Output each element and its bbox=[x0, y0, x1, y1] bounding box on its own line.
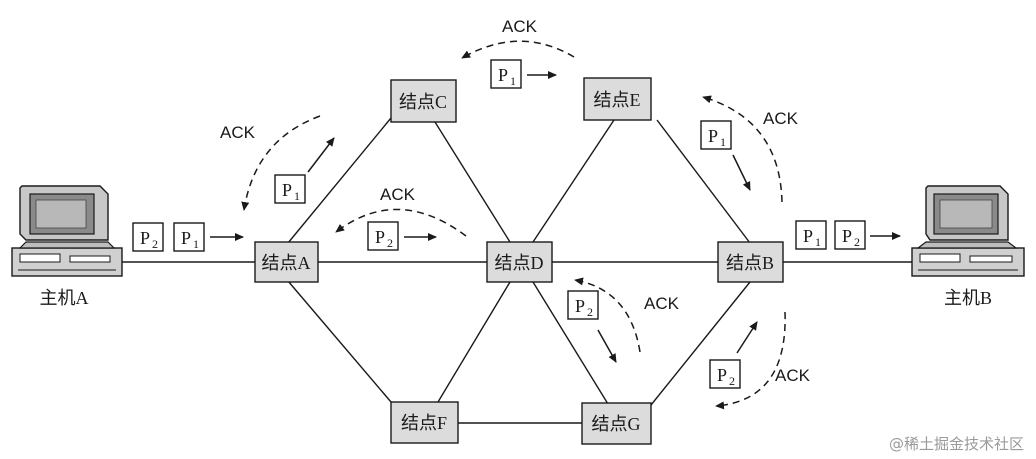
link-E-B bbox=[656, 119, 751, 244]
arrow-D-to-G bbox=[597, 329, 617, 363]
direction-arrows bbox=[210, 71, 901, 363]
ack-arc-E-to-C bbox=[461, 40, 575, 59]
ack-label-D-G: ACK bbox=[644, 294, 680, 313]
svg-text:1: 1 bbox=[510, 74, 516, 88]
svg-text:1: 1 bbox=[815, 235, 821, 249]
node-A: 结点A bbox=[254, 241, 319, 283]
node-F-label: 结点F bbox=[401, 413, 447, 433]
svg-text:1: 1 bbox=[294, 189, 300, 203]
packet-p2-G-to-B: P 2 bbox=[709, 359, 741, 389]
svg-text:P: P bbox=[282, 180, 292, 200]
packet-p1-C-to-E: P 1 bbox=[490, 59, 522, 89]
svg-text:P: P bbox=[140, 228, 150, 248]
node-E: 结点E bbox=[583, 77, 652, 121]
host-A-label: 主机A bbox=[40, 288, 89, 308]
svg-text:1: 1 bbox=[720, 135, 726, 149]
packet-p1-hostB: P 1 bbox=[795, 220, 827, 250]
svg-text:P: P bbox=[803, 226, 813, 246]
svg-text:2: 2 bbox=[152, 237, 158, 251]
ack-label-A-C: ACK bbox=[220, 123, 256, 142]
ack-label-G-B: ACK bbox=[775, 366, 811, 385]
ack-arcs bbox=[241, 40, 786, 410]
svg-text:2: 2 bbox=[729, 374, 735, 388]
node-C-label: 结点C bbox=[399, 92, 447, 112]
svg-text:P: P bbox=[575, 296, 585, 316]
arrow-E-to-B bbox=[732, 154, 751, 191]
packet-p1-A-to-C: P 1 bbox=[274, 174, 306, 204]
packet-p2-A-to-D: P 2 bbox=[367, 221, 399, 251]
packet-p2-D-to-G: P 2 bbox=[567, 290, 599, 320]
arrow-G-to-B bbox=[736, 321, 758, 354]
link-D-G bbox=[532, 281, 609, 405]
host-A-computer-icon bbox=[11, 185, 123, 277]
node-F: 结点F bbox=[390, 401, 459, 444]
svg-text:P: P bbox=[717, 365, 727, 385]
node-A-label: 结点A bbox=[262, 253, 311, 273]
links bbox=[120, 117, 912, 424]
link-A-F bbox=[287, 280, 392, 403]
ack-arc-B-to-G bbox=[715, 311, 786, 410]
svg-text:P: P bbox=[708, 126, 718, 146]
node-C: 结点C bbox=[390, 79, 457, 123]
svg-text:P: P bbox=[498, 65, 508, 85]
node-G: 结点G bbox=[581, 402, 652, 445]
svg-text:2: 2 bbox=[587, 305, 593, 319]
node-D: 结点D bbox=[486, 241, 553, 283]
link-G-B bbox=[650, 281, 751, 406]
svg-text:2: 2 bbox=[854, 235, 860, 249]
node-E-label: 结点E bbox=[594, 90, 641, 110]
ack-arc-B-to-E bbox=[702, 95, 783, 203]
ack-arc-D-to-A bbox=[335, 208, 467, 237]
arrow-A-to-C bbox=[307, 137, 335, 173]
link-D-F bbox=[437, 281, 511, 403]
svg-text:P: P bbox=[375, 227, 385, 247]
svg-text:P: P bbox=[842, 226, 852, 246]
svg-text:P: P bbox=[181, 228, 191, 248]
packet-p2-hostB: P 2 bbox=[834, 220, 866, 250]
host-B-computer-icon bbox=[911, 185, 1025, 277]
svg-text:2: 2 bbox=[387, 236, 393, 250]
packet-p1-E-to-B: P 1 bbox=[700, 120, 732, 150]
watermark: @稀土掘金技术社区 bbox=[889, 435, 1024, 453]
ack-label-A-D: ACK bbox=[380, 185, 416, 204]
ack-label-C-E: ACK bbox=[502, 17, 538, 36]
link-C-D bbox=[434, 121, 511, 243]
ack-arc-G-to-D bbox=[574, 277, 641, 353]
host-B-label: 主机B bbox=[944, 288, 992, 308]
packet-p2-hostA: P 2 bbox=[132, 222, 164, 252]
packet-p1-hostA: P 1 bbox=[173, 222, 205, 252]
link-A-C bbox=[287, 117, 392, 244]
ack-label-E-B: ACK bbox=[763, 109, 799, 128]
link-E-D bbox=[532, 119, 615, 243]
node-B: 结点B bbox=[717, 241, 784, 283]
node-G-label: 结点G bbox=[592, 414, 641, 434]
ack-arc-C-to-A bbox=[241, 115, 321, 211]
node-D-label: 结点D bbox=[495, 253, 544, 273]
svg-text:1: 1 bbox=[193, 237, 199, 251]
node-B-label: 结点B bbox=[726, 253, 774, 273]
